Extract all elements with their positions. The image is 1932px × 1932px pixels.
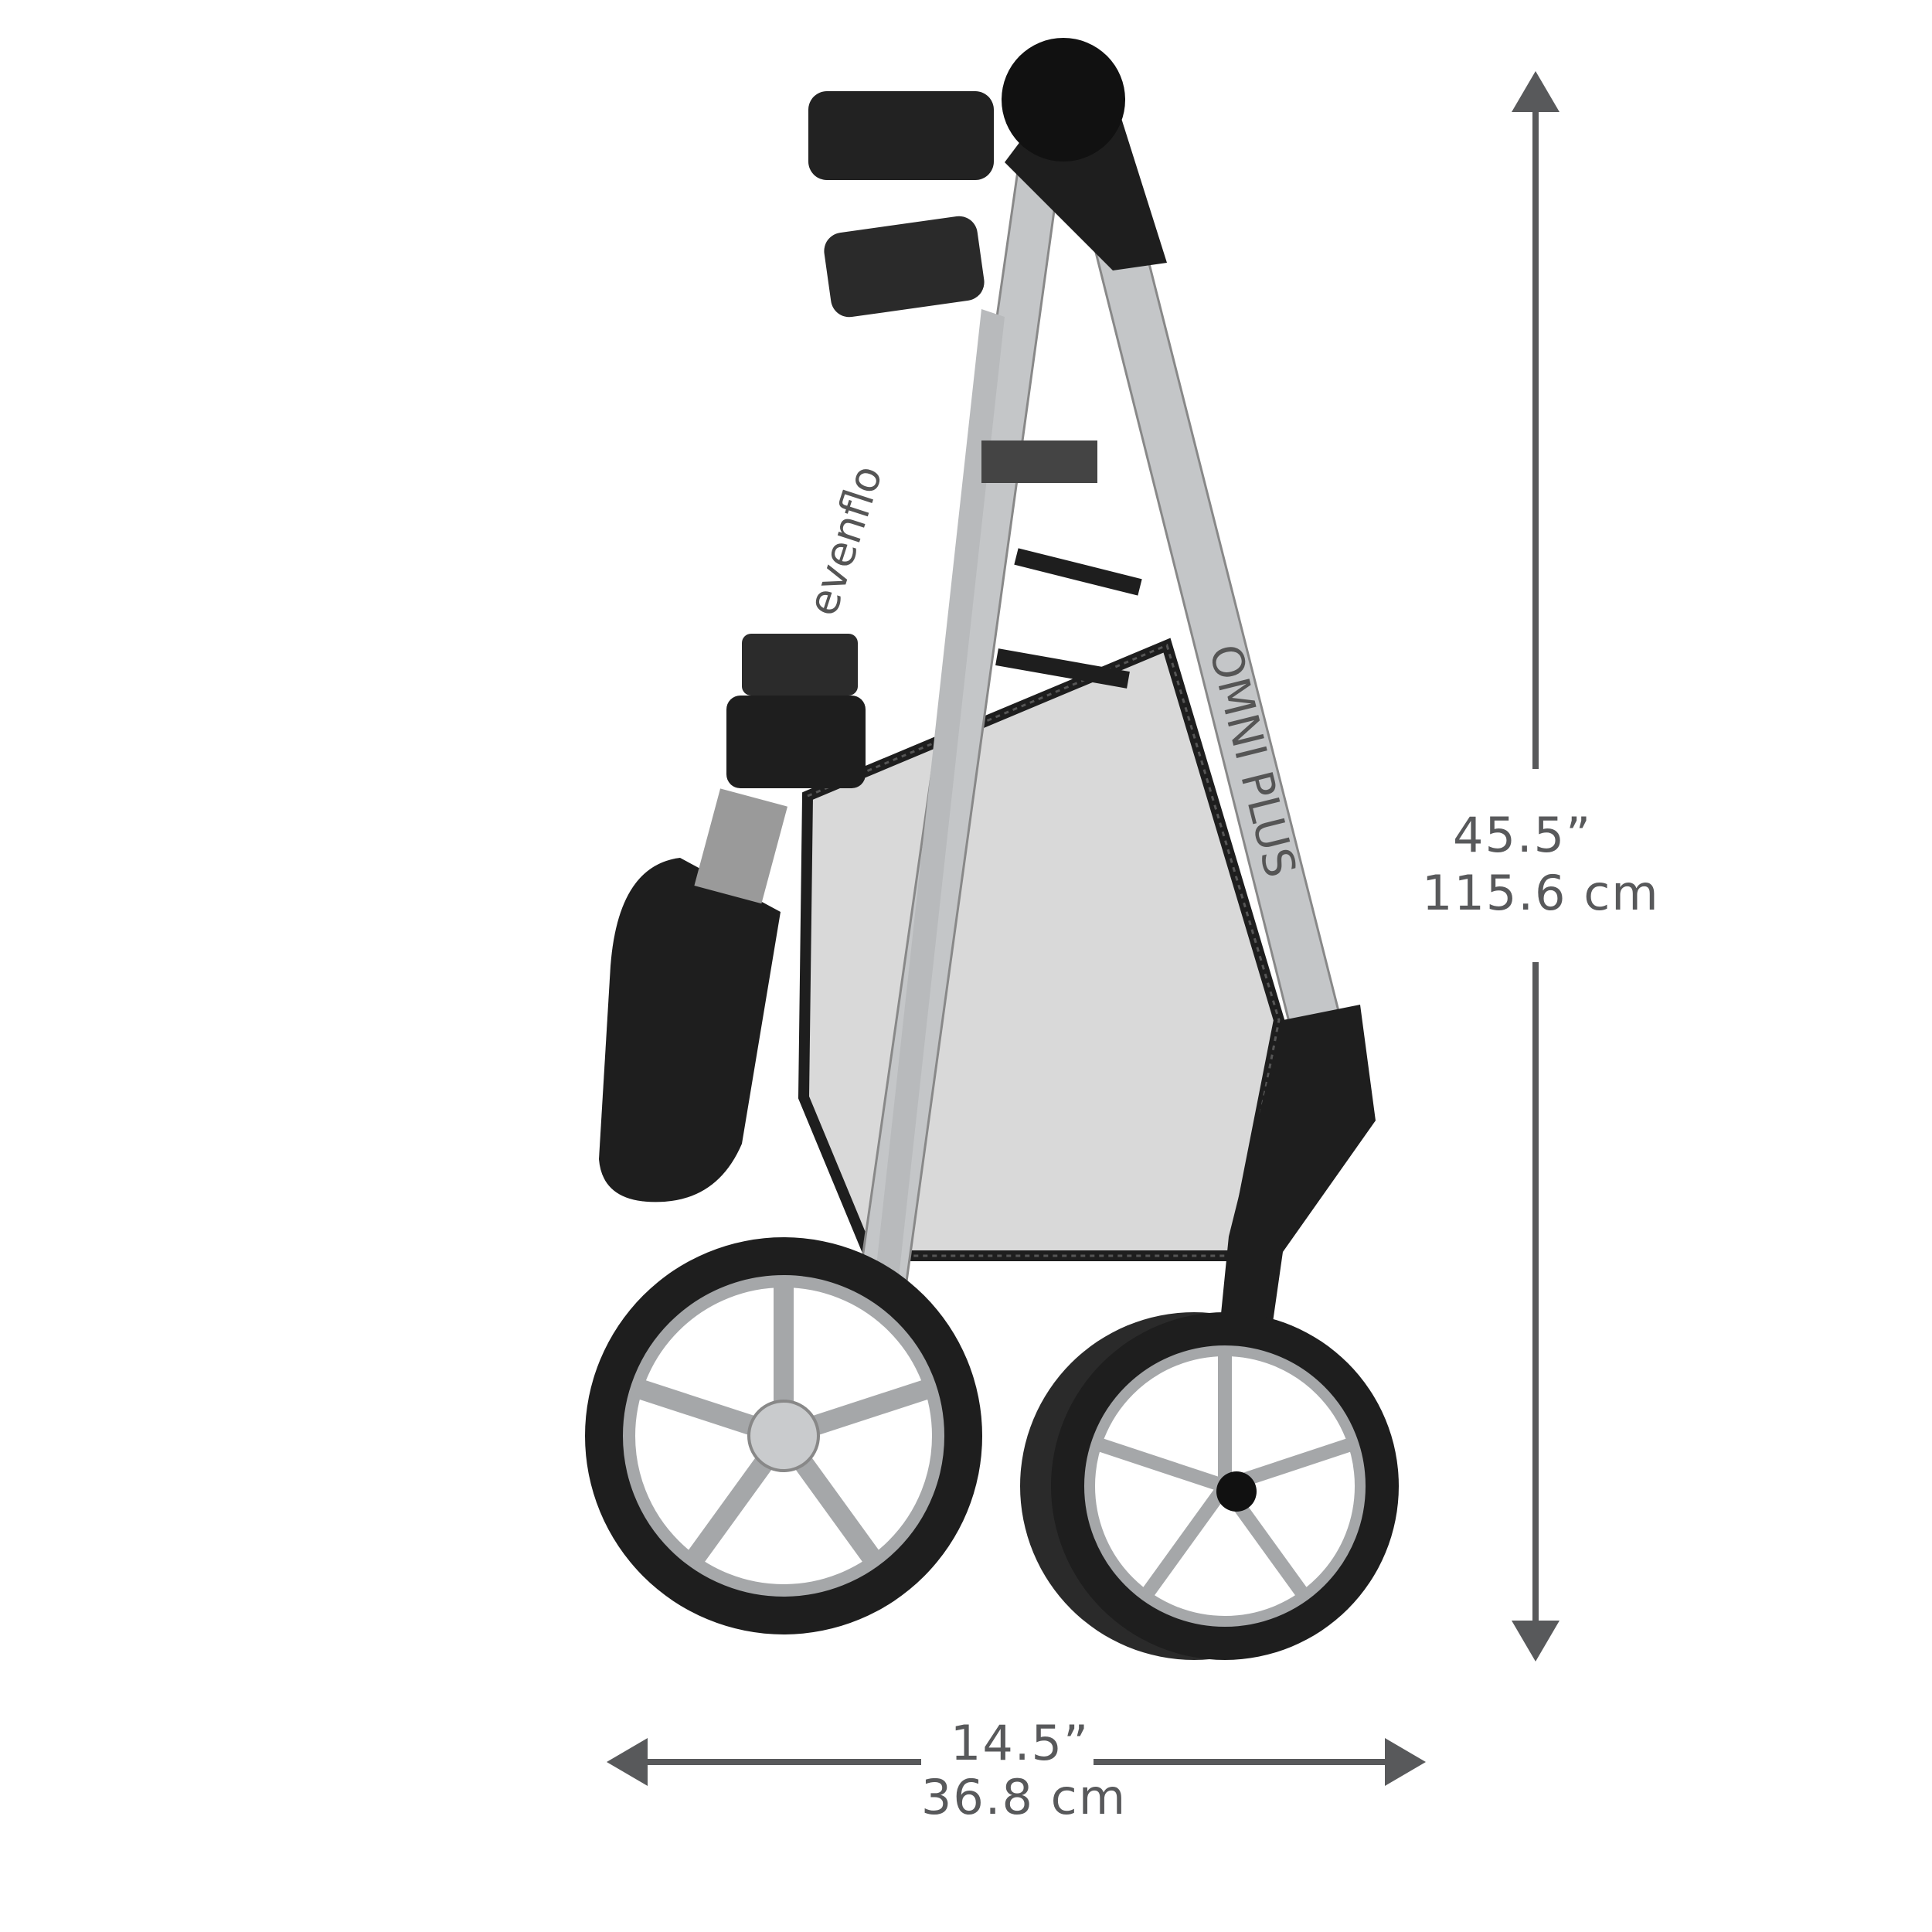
cup-holder <box>726 696 866 788</box>
height-metric: 115.6 cm <box>1422 865 1660 921</box>
folding-joint <box>995 548 1142 689</box>
handlebar-upper <box>808 91 994 180</box>
brand-mark: evenflo <box>798 460 892 621</box>
width-arrow <box>607 1738 1426 1786</box>
width-metric: 36.8 cm <box>920 1769 1128 1825</box>
height-imperial: 45.5” <box>1453 807 1593 863</box>
frame-crossbar <box>981 440 1097 483</box>
handlebar-lower <box>824 216 985 318</box>
width-imperial: 14.5” <box>950 1715 1090 1771</box>
canopy-hinge <box>694 788 787 904</box>
front-wheel <box>1020 1312 1399 1660</box>
rear-wheel <box>585 1237 982 1634</box>
frame-inner-leg <box>873 309 1005 1298</box>
folded-canopy <box>599 858 781 1202</box>
height-arrow <box>1512 71 1560 1662</box>
fold-hub <box>1002 38 1125 162</box>
